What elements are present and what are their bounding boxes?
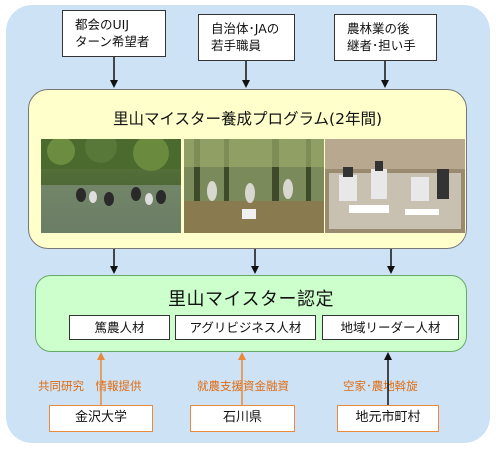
support-caption-prefecture: 就農支援資金融資 <box>197 379 289 393</box>
certification-title: 里山マイスター認定 <box>168 289 334 310</box>
org-ishikawa-prefecture: 石川県 <box>190 405 295 432</box>
category-veteran-farmer: 篤農人材 <box>69 315 170 340</box>
photo-forest-survey <box>184 139 324 233</box>
photo-laboratory <box>325 139 465 233</box>
category-regional-leader: 地域リーダー人材 <box>322 315 459 340</box>
target-box-uij: 都会のUIJ ターン希望者 <box>62 10 166 57</box>
program-title: 里山マイスター養成プログラム(2年間) <box>112 110 383 128</box>
org-local-municipalities: 地元市町村 <box>337 405 439 432</box>
support-caption-university: 共同研究 情報提供 <box>38 379 142 393</box>
target-box-successors: 農林業の後 継者･担い手 <box>334 14 437 61</box>
program-box: 里山マイスター養成プログラム(2年間) <box>28 89 467 249</box>
org-kanazawa-university: 金沢大学 <box>49 405 153 432</box>
photo-rice-paddy <box>41 139 181 233</box>
certification-box: 里山マイスター認定 篤農人材 アグリビジネス人材 地域リーダー人材 <box>35 275 467 352</box>
category-agribusiness: アグリビジネス人材 <box>175 315 316 340</box>
target-box-municipal-staff: 自治体･JAの 若手職員 <box>198 14 295 61</box>
support-caption-municipality: 空家･農地斡旋 <box>343 379 418 393</box>
